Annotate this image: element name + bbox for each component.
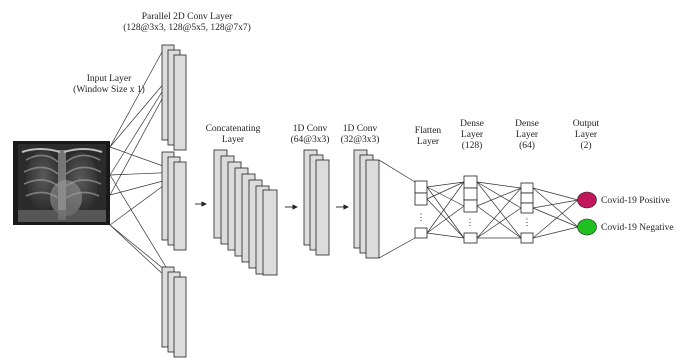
output-node-positive [578,192,597,208]
conv1d-64-title: 1D Conv [293,124,328,134]
concat-layer-detail: Layer [222,135,245,145]
chest-xray-image [13,141,110,225]
dense-64-mid: Layer [516,130,539,140]
dense-128-mid: Layer [461,130,484,140]
dense-64-title: Dense [515,119,539,129]
parallel-conv-stack-bottom [162,267,186,357]
flatten-layer: ⋮ [415,181,427,238]
conv-to-flatten-connections [379,160,415,258]
output-label-negative: Covid-19 Negative [601,223,674,233]
svg-text:⋮: ⋮ [523,217,532,227]
concatenating-layer-stack [214,150,277,275]
layer-labels: Parallel 2D Conv Layer (128@3x3, 128@5x5… [73,12,599,151]
output-label-positive: Covid-19 Positive [601,196,670,206]
dense-128-layer: ⋮ [464,176,477,243]
flatten-to-dense128-connections [427,182,464,238]
parallel-conv-title: Parallel 2D Conv Layer [142,12,233,22]
dense64-to-output-connections [533,188,578,238]
conv1d-64-stack [304,150,329,255]
conv1d-32-title: 1D Conv [343,124,378,134]
parallel-conv-stack-top [162,45,186,150]
conv1d-32-detail: (32@3x3) [341,134,380,145]
parallel-conv-stack-middle [162,152,186,250]
dense-128-title: Dense [460,119,484,129]
flatten-layer-title: Flatten [415,126,442,136]
svg-text:⋮: ⋮ [417,212,426,222]
concat-layer-title: Concatenating [206,124,261,134]
output-node-negative [578,219,597,235]
dense-64-detail: (64) [519,140,535,151]
dense128-to-dense64-connections [477,182,521,238]
input-layer-detail: (Window Size x 1) [73,84,145,95]
output-layer-title: Output [573,119,600,129]
parallel-conv-detail: (128@3x3, 128@5x5, 128@7x7) [123,22,251,33]
svg-text:⋮: ⋮ [466,217,475,227]
output-layer: Covid-19 Positive Covid-19 Negative [578,192,674,235]
dense-128-detail: (128) [462,140,483,151]
output-layer-mid: Layer [575,130,598,140]
conv1d-32-stack [354,150,379,258]
conv1d-64-detail: (64@3x3) [291,134,330,145]
flatten-layer-detail: Layer [417,137,440,147]
input-layer-title: Input Layer [87,74,132,84]
output-layer-detail: (2) [580,140,591,151]
dense-64-layer: ⋮ [521,183,533,243]
